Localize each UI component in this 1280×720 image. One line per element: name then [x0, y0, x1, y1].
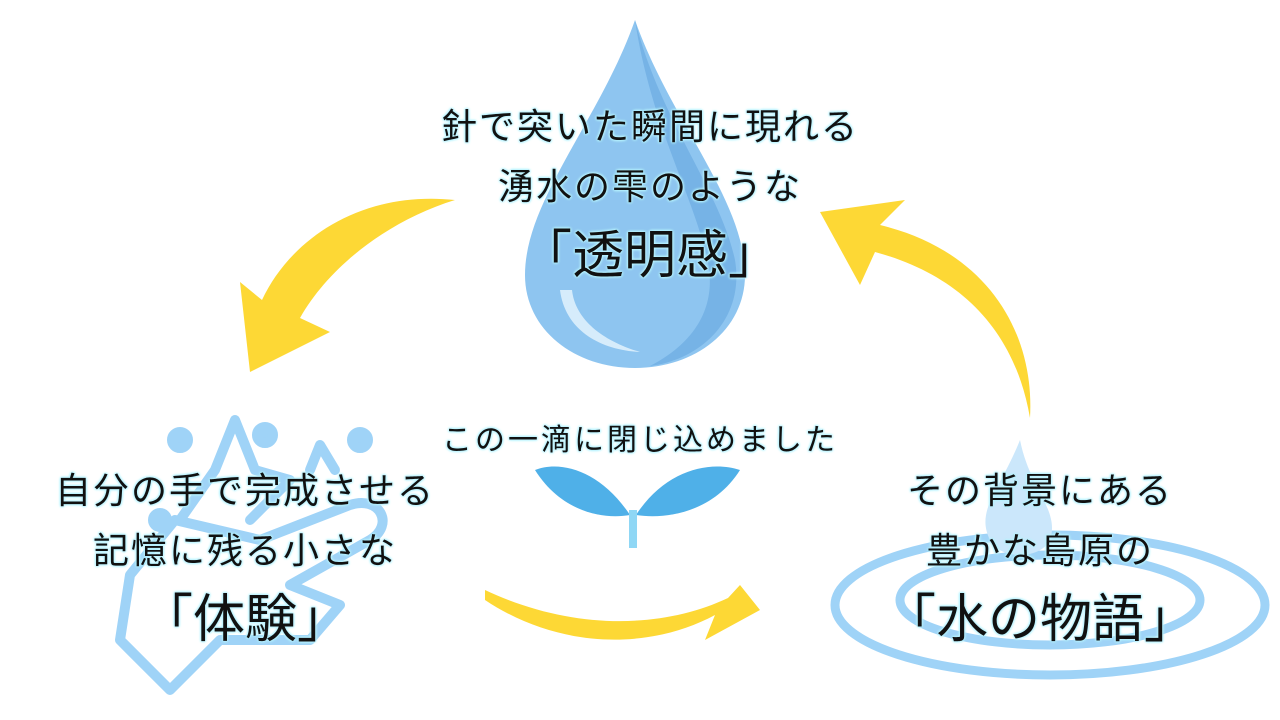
left-line-2: 記憶に残る小さな [92, 531, 397, 572]
water-ripple-icon [830, 440, 1270, 680]
hand-sparkle-icon [115, 415, 388, 695]
sprout-leaf-icon [535, 466, 740, 548]
water-drop-icon [525, 20, 745, 368]
top-keyword: 「透明感」 [519, 226, 780, 286]
right-keyword: 「水の物語」 [883, 590, 1196, 650]
right-label: その背景にある 豊かな島原の 「水の物語」 [860, 462, 1220, 658]
right-line-1: その背景にある [906, 471, 1173, 512]
top-label: 針で突いた瞬間に現れる 湧水の雫のような 「透明感」 [390, 98, 910, 294]
center-caption: この一滴に閉じ込めました [442, 423, 838, 458]
left-keyword: 「体験」 [140, 590, 349, 650]
right-line-2: 豊かな島原の [925, 531, 1154, 572]
top-line-1: 針で突いた瞬間に現れる [440, 107, 859, 148]
left-line-1: 自分の手で完成させる [54, 471, 435, 512]
left-label: 自分の手で完成させる 記憶に残る小さな 「体験」 [15, 462, 475, 658]
top-line-2: 湧水の雫のような [497, 167, 802, 208]
cycle-arrow-icon [240, 198, 1031, 640]
